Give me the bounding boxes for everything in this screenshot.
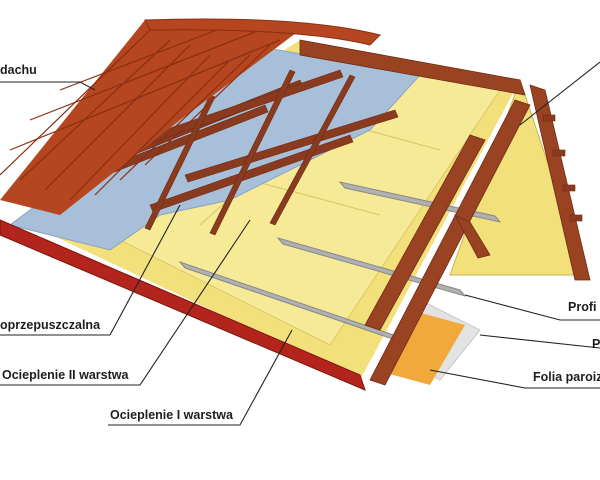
leader-rafter bbox=[519, 61, 600, 126]
leader-profile bbox=[464, 294, 600, 321]
label-membrane: oprzepuszczalna bbox=[0, 318, 101, 332]
leader-insulation-1 bbox=[108, 329, 293, 426]
roof-tiles bbox=[0, 18, 381, 215]
leader-membrane bbox=[0, 204, 181, 336]
label-p: P bbox=[592, 337, 600, 351]
leader-insulation-2 bbox=[0, 219, 251, 386]
label-insulation-1: Ocieplenie I warstwa bbox=[110, 408, 234, 422]
vapor-barrier bbox=[375, 310, 465, 385]
label-roof-covering: dachu bbox=[0, 63, 37, 77]
leader-lines bbox=[0, 61, 600, 426]
rafter-ends bbox=[542, 114, 583, 222]
label-profile: Profi bbox=[568, 300, 596, 314]
rafters bbox=[299, 39, 591, 386]
leader-roof-covering bbox=[0, 81, 96, 91]
label-vapor-barrier: Folia paroiz bbox=[533, 370, 600, 384]
leader-p bbox=[479, 334, 600, 349]
ridge-tiles bbox=[144, 18, 381, 46]
label-insulation-2: Ocieplenie II warstwa bbox=[2, 368, 129, 382]
leader-vapor bbox=[429, 369, 600, 389]
gutter bbox=[0, 219, 366, 391]
counter-battens bbox=[144, 69, 356, 236]
